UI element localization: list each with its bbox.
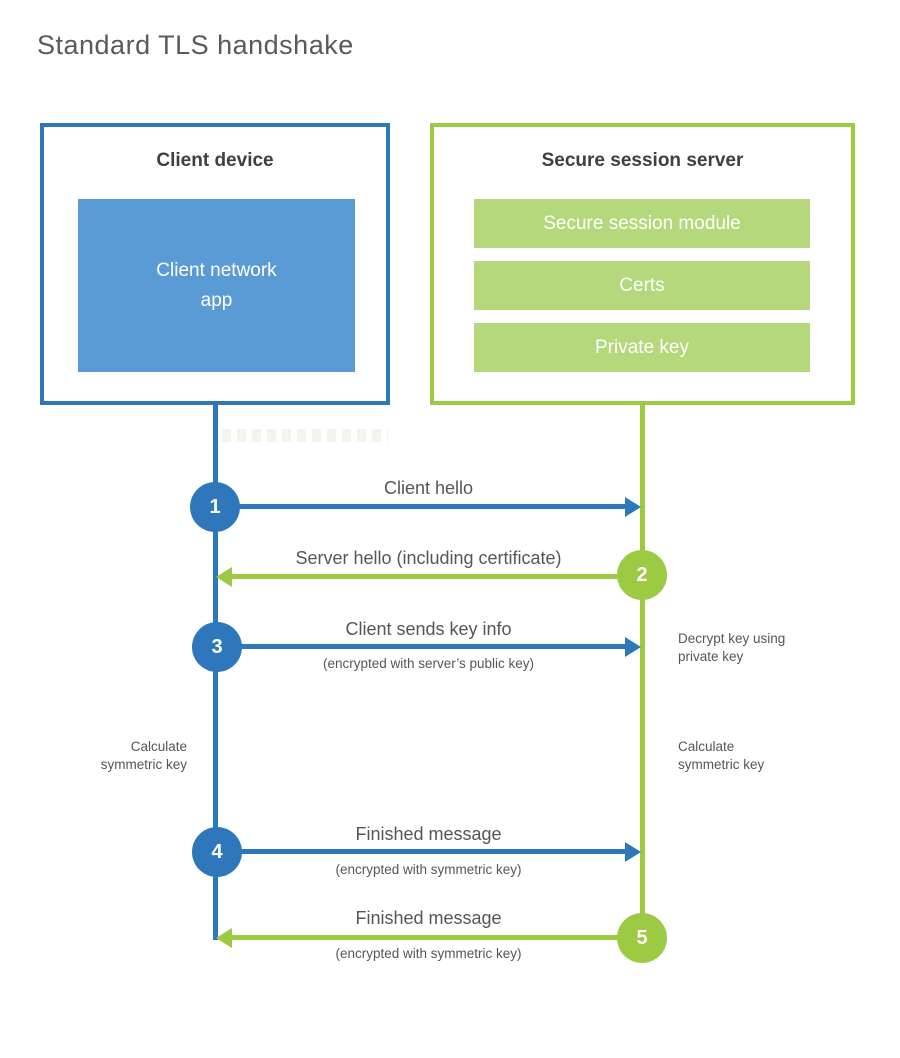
step-circle-1: 1	[190, 482, 240, 532]
note-decrypt-key: Decrypt key using private key	[678, 631, 786, 664]
server-module-private-key: Private key	[474, 323, 810, 372]
message-label-client-hello: Client hello	[383, 478, 474, 498]
client-lifeline	[213, 405, 218, 940]
message-sub-finished-server: (encrypted with symmetric key)	[335, 946, 522, 961]
arrowhead-right-icon	[625, 497, 641, 517]
faint-dashed-line	[222, 429, 388, 442]
client-network-app-box: Client network app	[78, 199, 355, 372]
arrow-shaft-step4	[217, 849, 627, 854]
arrowhead-right-icon	[625, 637, 641, 657]
arrow-shaft-step5	[231, 935, 642, 940]
note-calculate-symmetric-key-client: Calculate symmetric key	[100, 739, 187, 772]
arrowhead-right-icon	[625, 842, 641, 862]
message-sub-key-info: (encrypted with server’s public key)	[322, 656, 535, 671]
step-circle-5: 5	[617, 913, 667, 963]
arrow-shaft-step2	[231, 574, 642, 579]
client-device-title: Client device	[156, 150, 274, 171]
arrow-shaft-step3	[217, 644, 627, 649]
message-label-server-hello: Server hello (including certificate)	[295, 548, 562, 568]
page-title: Standard TLS handshake	[37, 30, 354, 60]
server-lifeline	[640, 405, 645, 938]
message-label-finished-server: Finished message	[355, 908, 502, 928]
note-calculate-symmetric-key-server: Calculate symmetric key	[678, 739, 765, 772]
step-circle-4: 4	[192, 827, 242, 877]
message-sub-finished-client: (encrypted with symmetric key)	[335, 862, 522, 877]
arrowhead-left-icon	[216, 567, 232, 587]
arrow-shaft-step1	[215, 504, 627, 509]
step-circle-2: 2	[617, 550, 667, 600]
server-module-certs: Certs	[474, 261, 810, 310]
message-label-finished-client: Finished message	[355, 824, 502, 844]
server-module-secure-session: Secure session module	[474, 199, 810, 248]
message-label-key-info: Client sends key info	[345, 619, 512, 639]
server-title: Secure session server	[541, 150, 744, 171]
step-circle-3: 3	[192, 622, 242, 672]
arrowhead-left-icon	[216, 928, 232, 948]
